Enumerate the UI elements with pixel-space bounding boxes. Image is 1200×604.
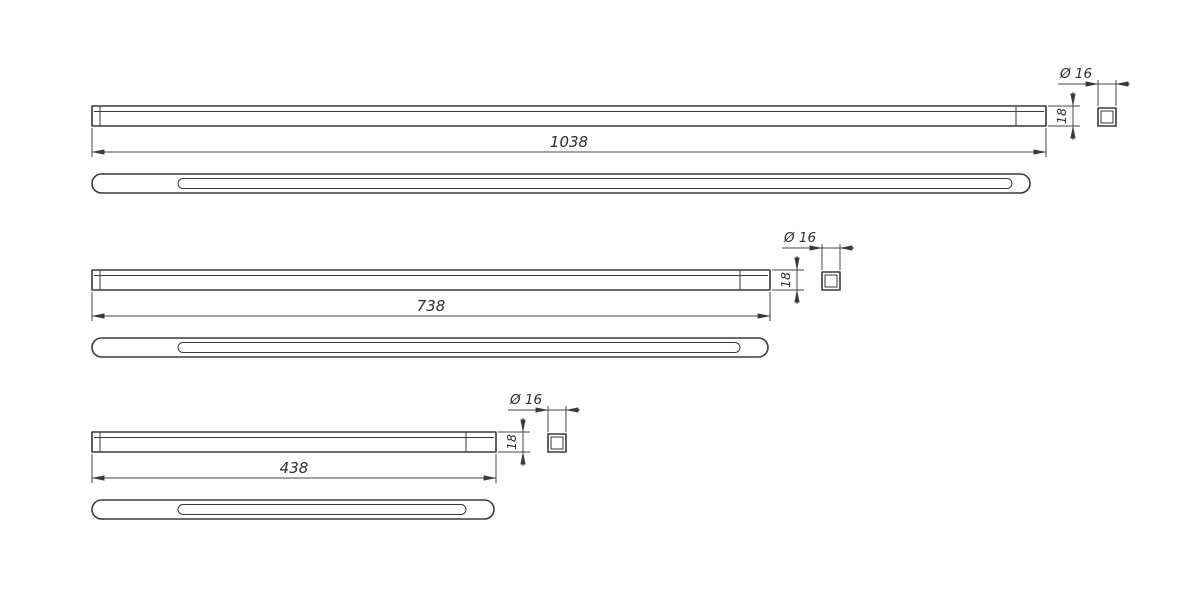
dimension-label-diameter: Ø 16: [783, 230, 816, 246]
side-view-body: [91, 105, 1047, 127]
plan-view-diffuser: [177, 342, 741, 353]
cross-section-inner: [824, 274, 838, 288]
cross-section-inner: [550, 436, 564, 450]
dimension-label-diameter: Ø 16: [1059, 66, 1092, 82]
fixture-2-cross-section: Ø 16: [782, 230, 854, 291]
fixture-1-drawing: 1038 18 Ø 16: [91, 66, 1130, 194]
fixture-1-height-dimension: 18: [1048, 92, 1080, 140]
fixture-2-plan-view: [91, 337, 769, 358]
cross-section-outer: [547, 433, 567, 453]
fixture-2-side-view: [91, 269, 771, 291]
side-view-body: [91, 269, 771, 291]
fixture-3-drawing: 438 18 Ø 16: [91, 392, 580, 520]
fixture-2-height-dimension: 18: [772, 256, 804, 304]
plan-view-body: [91, 499, 495, 520]
dimension-label-length: 1038: [550, 133, 588, 151]
plan-view-diffuser: [177, 504, 467, 515]
cross-section-outer: [821, 271, 841, 291]
dimension-label-length: 738: [417, 297, 446, 315]
dimension-label-length: 438: [280, 459, 309, 477]
dimension-label-height: 18: [778, 272, 793, 288]
fixture-3-plan-view: [91, 499, 495, 520]
fixture-3-length-dimension: 438: [91, 454, 497, 483]
fixture-3-side-view: [91, 431, 497, 453]
fixture-2-drawing: 738 18 Ø 16: [91, 230, 854, 358]
fixture-1-cross-section: Ø 16: [1058, 66, 1130, 127]
plan-view-diffuser: [177, 178, 1013, 189]
plan-view-body: [91, 337, 769, 358]
fixture-3-height-dimension: 18: [498, 418, 530, 466]
dimension-label-height: 18: [1054, 108, 1069, 124]
cross-section-inner: [1100, 110, 1114, 124]
fixture-1-side-view: [91, 105, 1047, 127]
cross-section-outer: [1097, 107, 1117, 127]
fixture-2-length-dimension: 738: [91, 292, 771, 321]
dimension-label-height: 18: [504, 434, 519, 450]
side-view-body: [91, 431, 497, 453]
dimension-label-diameter: Ø 16: [509, 392, 542, 408]
fixture-1-plan-view: [91, 173, 1031, 194]
plan-view-body: [91, 173, 1031, 194]
fixture-3-cross-section: Ø 16: [508, 392, 580, 453]
fixture-1-length-dimension: 1038: [91, 128, 1047, 157]
